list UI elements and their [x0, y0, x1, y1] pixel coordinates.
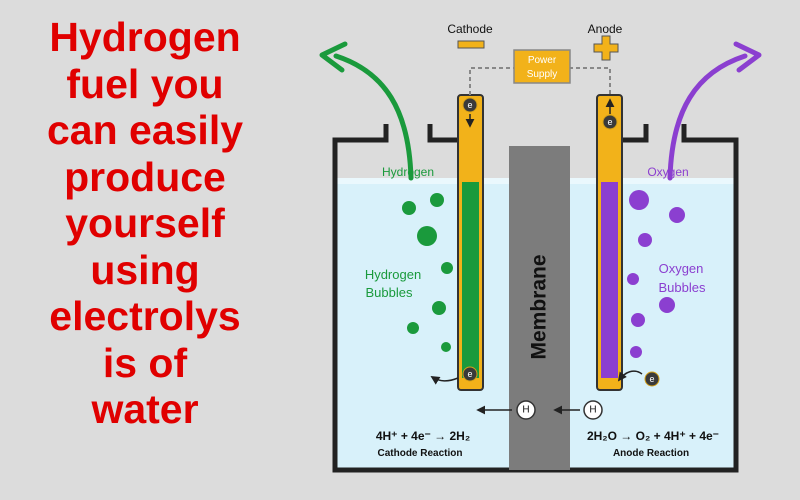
- headline-line: is of: [102, 339, 188, 386]
- oxygen-bubble: [659, 297, 675, 313]
- anode-reaction: 2H₂O → O₂ + 4H⁺ + 4e⁻: [587, 429, 719, 443]
- svg-text:e: e: [467, 369, 472, 379]
- headline-line: using: [90, 246, 200, 293]
- hydrogen-bubbles: [402, 193, 453, 352]
- cathode-label: Cathode: [447, 22, 493, 36]
- oxygen-bubble: [669, 207, 685, 223]
- oxygen-label: Oxygen: [647, 165, 688, 179]
- oxygen-bubble: [627, 273, 639, 285]
- electron-anode-top: e: [602, 98, 618, 130]
- electron-cathode-bottom: e: [430, 366, 478, 385]
- oxygen-bubbles: [627, 190, 685, 358]
- hydrogen-bubble: [402, 201, 416, 215]
- anode-label: Anode: [588, 22, 623, 36]
- electron-anode-bottom: e: [617, 370, 660, 387]
- cathode-coating: [462, 182, 479, 378]
- hydrogen-bubble: [441, 262, 453, 274]
- svg-text:e: e: [467, 100, 472, 110]
- oxygen-bubble: [631, 313, 645, 327]
- hydrogen-bubbles-label: Hydrogen: [365, 267, 421, 282]
- headline-line: Hydrogen: [49, 14, 241, 60]
- headline: Hydrogen fuel you can easily produce you…: [0, 14, 290, 433]
- oxygen-bubbles-label: Bubbles: [659, 280, 706, 295]
- anode-coating: [601, 182, 618, 378]
- headline-line: can easily: [46, 107, 244, 153]
- oxygen-out-arrow: [667, 53, 748, 181]
- membrane-label: Membrane: [528, 254, 551, 359]
- cathode-reaction: 4H⁺ + 4e⁻ → 2H₂: [376, 429, 470, 443]
- power-supply-label: Supply: [527, 69, 558, 80]
- headline-line: electrolys: [49, 293, 241, 339]
- oxygen-bubble: [638, 233, 652, 247]
- hydrogen-bubble: [441, 342, 451, 352]
- proton-right: [583, 400, 603, 420]
- hydrogen-bubbles-label: Bubbles: [366, 285, 413, 300]
- headline-line: yourself: [65, 200, 225, 246]
- proton-membrane: [516, 400, 536, 420]
- headline-line: fuel you: [66, 60, 224, 107]
- oxygen-bubble: [629, 190, 649, 210]
- minus-icon: [457, 40, 485, 49]
- hydrogen-bubble: [432, 301, 446, 315]
- power-supply-label: Power: [528, 55, 557, 66]
- anode-reaction-label: Anode Reaction: [613, 448, 689, 459]
- svg-text:e: e: [649, 374, 654, 384]
- svg-text:H: H: [589, 405, 596, 416]
- hydrogen-bubble: [407, 322, 419, 334]
- hydrogen-label: Hydrogen: [382, 165, 434, 179]
- headline-line: produce: [64, 153, 226, 200]
- headline-line: water: [91, 386, 199, 432]
- proton-flow: H H: [476, 400, 603, 420]
- plus-icon: [593, 35, 619, 61]
- svg-text:H: H: [522, 405, 529, 416]
- oxygen-bubble: [630, 346, 642, 358]
- electron-cathode-top: e: [462, 97, 478, 128]
- hydrogen-bubble: [417, 226, 437, 246]
- tank-lid-right: [623, 124, 649, 143]
- svg-text:e: e: [607, 117, 612, 127]
- tank-lid-left: [427, 124, 458, 143]
- hydrogen-out-arrow: [333, 53, 414, 181]
- power-supply: [513, 49, 571, 84]
- oxygen-bubbles-label: Oxygen: [659, 261, 704, 276]
- hydrogen-bubble: [430, 193, 444, 207]
- cathode-reaction-label: Cathode Reaction: [377, 448, 462, 459]
